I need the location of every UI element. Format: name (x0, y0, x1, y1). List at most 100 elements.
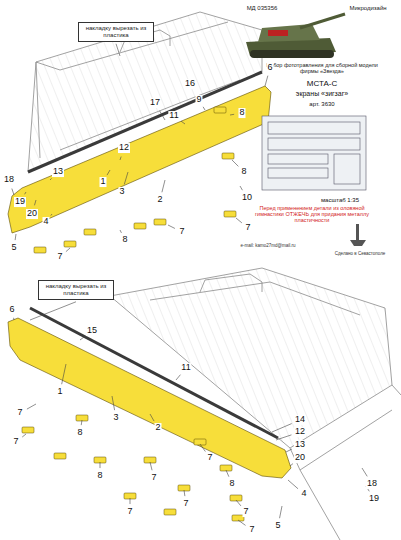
callout-number: 5 (10, 243, 17, 253)
pe-part (154, 219, 166, 225)
callout-number: 17 (149, 98, 161, 108)
leader-line (276, 435, 291, 440)
sheet-text: Микродизайн (349, 5, 386, 12)
sheet-text: арт. 3630 (309, 101, 334, 108)
leader-line (22, 434, 26, 437)
pe-part (134, 223, 146, 229)
leader-line (27, 404, 36, 409)
callout-number: 8 (121, 235, 128, 245)
leader-line (150, 462, 152, 470)
note-box: накладку вырезать из пластика (78, 22, 154, 42)
leader-line (238, 520, 246, 525)
callout-number: 19 (14, 197, 26, 207)
leader-line (236, 500, 241, 506)
callout-number: 9 (195, 95, 202, 105)
leader-line (240, 186, 242, 190)
callout-number: 8 (96, 471, 103, 481)
leader-line (130, 498, 131, 504)
callout-number: 8 (76, 428, 83, 438)
callout-number: 4 (300, 489, 307, 499)
callout-number: 1 (99, 177, 106, 187)
callout-number: 7 (150, 473, 157, 483)
callout-number: 8 (238, 108, 245, 118)
leader-line (112, 396, 115, 410)
leader-line (120, 230, 121, 233)
leader-line (50, 178, 52, 180)
leader-line (162, 180, 165, 192)
callout-number: 19 (368, 494, 380, 504)
leader-line (160, 111, 165, 120)
leader-line (51, 214, 52, 216)
pe-part (84, 229, 96, 235)
callout-number: 12 (294, 427, 306, 437)
callout-number: 12 (118, 143, 130, 153)
note-leader (30, 302, 76, 320)
leader-line (62, 364, 66, 384)
leader-line (203, 107, 205, 110)
callout-number: 7 (182, 499, 189, 509)
leader-line (265, 76, 268, 86)
pe-fret (262, 116, 366, 190)
leader-line (236, 218, 242, 223)
note-text: накладку вырезать из пластика (42, 283, 110, 297)
leader-line (81, 420, 83, 425)
callout-number: 2 (154, 423, 161, 433)
pe-part (214, 107, 226, 113)
pe-part (22, 427, 34, 433)
callout-number: 2 (156, 195, 163, 205)
leader-line (107, 170, 110, 175)
callout-number: 7 (126, 507, 133, 517)
sheet-text: Перед применением детали из оловяной гим… (252, 205, 372, 223)
pe-part (64, 241, 76, 247)
leader-line (288, 480, 298, 489)
sheet-text: Сделано в Севастополе (335, 252, 386, 257)
callout-number: 20 (26, 209, 38, 219)
leader-line (290, 464, 293, 466)
leader-line (120, 157, 121, 160)
leader-line (230, 114, 234, 116)
leader-line (13, 318, 14, 320)
callout-number: 4 (42, 217, 49, 227)
leader-line (286, 449, 292, 452)
callout-number: 18 (366, 479, 378, 489)
callout-number: 14 (294, 415, 306, 425)
leader-line (181, 121, 185, 124)
callout-number: 7 (244, 223, 251, 233)
callout-number: 20 (294, 453, 306, 463)
leader-line (280, 506, 282, 518)
leader-line (80, 336, 85, 340)
leader-line (226, 470, 229, 477)
leader-line (100, 462, 101, 468)
leader-line (150, 414, 154, 421)
callout-number: 3 (118, 187, 125, 197)
leader-line (176, 375, 180, 380)
callout-number: 7 (242, 507, 249, 517)
side-screen-top (8, 72, 271, 233)
callout-number: 7 (56, 252, 63, 262)
callout-number: 5 (274, 521, 281, 531)
callout-number: 11 (168, 111, 179, 121)
side-screen-bottom (8, 308, 291, 478)
callout-number: 11 (180, 363, 191, 373)
callout-number: 7 (178, 227, 185, 237)
callout-number: 16 (184, 79, 196, 89)
callout-number: 13 (52, 167, 64, 177)
leader-line (66, 248, 70, 252)
tank-picture (246, 14, 345, 58)
leader-line (200, 444, 205, 452)
callout-number: 1 (56, 387, 63, 397)
callout-number: 7 (16, 408, 23, 418)
sheet-text: Набор фототравления для сборной модели ф… (262, 62, 382, 74)
city-logo (350, 224, 366, 246)
callout-number: 10 (241, 193, 253, 203)
note-text: накладку вырезать из пластика (82, 25, 150, 39)
pe-part (164, 509, 176, 515)
leader-line (184, 490, 186, 496)
callout-number: 8 (228, 479, 235, 489)
small-parts (22, 107, 244, 521)
leader-line (168, 225, 175, 228)
callout-number: 18 (3, 175, 15, 185)
sheet-text: масштаб 1:35 (321, 197, 359, 204)
sheet-text: e-mail: kamo27md@mail.ru (238, 244, 298, 249)
